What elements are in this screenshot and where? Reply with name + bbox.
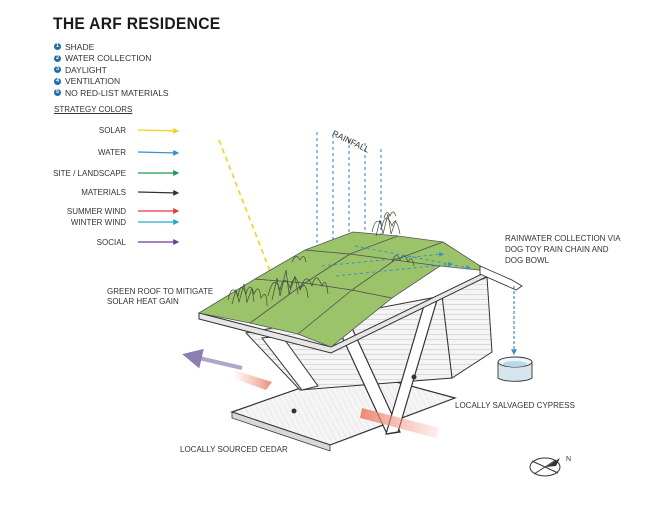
strategy-item: 5 NO RED-LIST MATERIALS (54, 87, 169, 99)
gutter (479, 265, 523, 291)
strategy-item: 1 SHADE (54, 41, 169, 53)
roof-water-flow (321, 245, 471, 277)
strategy-number: 4 (54, 77, 61, 85)
summer-wind-plume-right (360, 408, 440, 438)
rainwater-label-line-2: DOG TOY RAIN CHAIN AND (505, 245, 609, 254)
strategy-number: 1 (54, 43, 61, 51)
legend-title: STRATEGY COLORS (54, 105, 133, 114)
legend-arrow-materials (137, 189, 180, 196)
summer-wind-plume-left (232, 370, 272, 390)
green-roof-label-line-2: SOLAR HEAT GAIN (107, 297, 179, 306)
cedar-label: LOCALLY SOURCED CEDAR (180, 445, 288, 454)
leader-dot-cedar (291, 408, 297, 414)
strategy-number: 2 (54, 54, 61, 62)
legend-arrow-solar (137, 127, 180, 134)
strategy-label: SHADE (65, 41, 95, 52)
cypress-label: LOCALLY SALVAGED CYPRESS (455, 401, 575, 410)
legend-label-site: SITE / LANDSCAPE (53, 169, 126, 178)
legend-label-winter-wind: WINTER WIND (70, 218, 126, 227)
strategy-list: 1 SHADE 2 WATER COLLECTION 3 DAYLIGHT 4 VENT… (54, 41, 169, 99)
rainwater-label-line-1: RAINWATER COLLECTION VIA (505, 234, 621, 243)
north-label: N (566, 456, 572, 463)
rainfall-lines (316, 132, 382, 258)
strategy-number: 3 (54, 66, 61, 74)
floor-slab-edge (231, 411, 331, 452)
strategy-label: VENTILATION (65, 76, 121, 87)
strategy-item: 4 VENTILATION (54, 76, 169, 88)
strategy-item: 3 DAYLIGHT (54, 64, 169, 76)
strategy-item: 2 WATER COLLECTION (54, 53, 169, 65)
legend-label-water: WATER (98, 148, 126, 157)
rainwater-label-line-3: DOG BOWL (505, 256, 550, 265)
social-arrow (182, 348, 243, 370)
dog-bowl (497, 356, 533, 382)
legend-label-summer-wind: SUMMER WIND (66, 207, 126, 216)
strategy-number: 5 (54, 89, 61, 97)
legend-arrow-water (137, 149, 180, 156)
leader-dot-cypress (411, 374, 417, 380)
strategy-label: DAYLIGHT (65, 64, 107, 75)
solar-ray (218, 139, 273, 277)
legend-label-materials: MATERIALS (81, 188, 126, 197)
legend-label-social: SOCIAL (96, 238, 126, 247)
roof-vegetation (227, 211, 415, 307)
strategy-label: NO RED-LIST MATERIALS (65, 87, 169, 98)
north-arrow-icon (529, 457, 561, 477)
green-roof (197, 231, 489, 348)
green-roof-label-line-1: GREEN ROOF TO MITIGATE (107, 287, 214, 296)
strategy-label: WATER COLLECTION (65, 53, 152, 64)
page-title: THE ARF RESIDENCE (53, 14, 221, 33)
legend-label-solar: SOLAR (98, 126, 126, 135)
